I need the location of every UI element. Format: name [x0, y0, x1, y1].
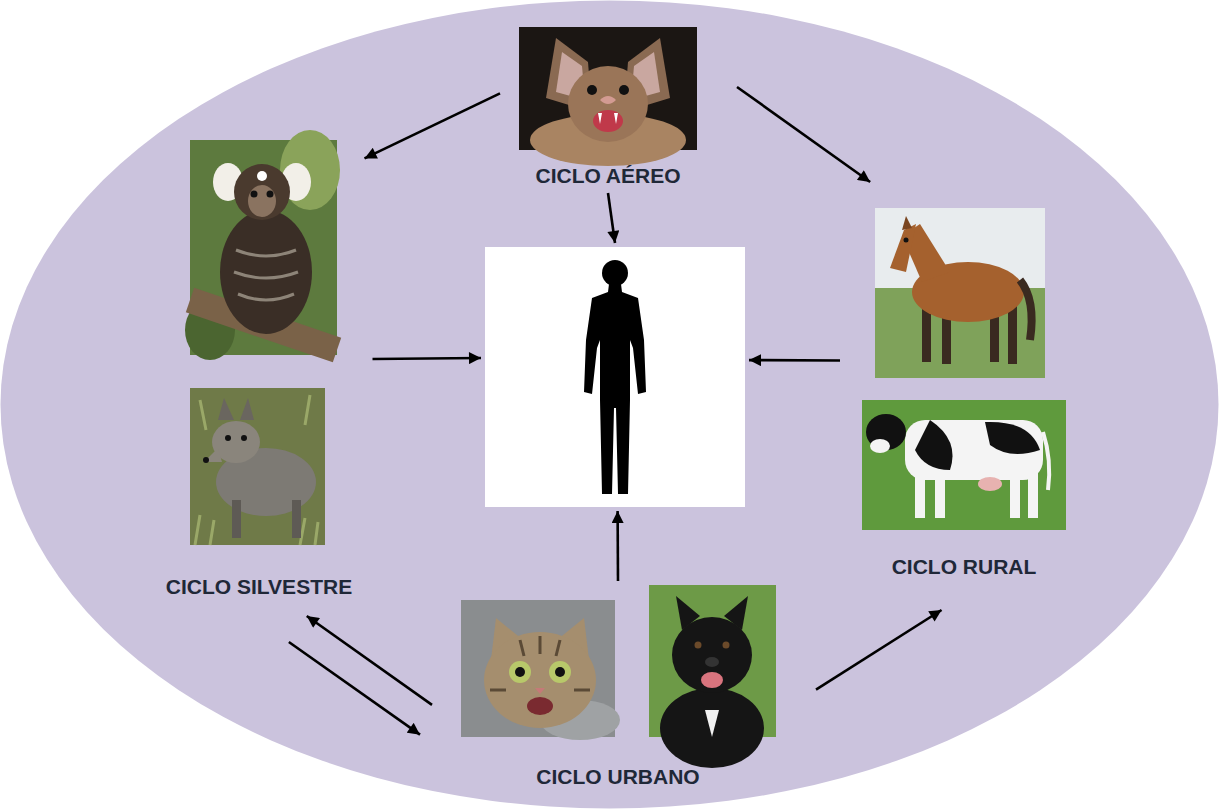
marmoset-photo-part: [267, 191, 274, 198]
cat-photo: [461, 600, 620, 740]
human-silhouette-part: [584, 284, 646, 494]
dog-photo-part: [695, 642, 702, 649]
bat-photo-part: [587, 85, 597, 95]
cat-photo-part: [490, 636, 590, 690]
marmoset-photo-part: [248, 185, 276, 217]
dog-photo-part: [660, 688, 764, 768]
cycle-label: CICLO URBANO: [536, 764, 699, 790]
fox-photo-part: [241, 435, 247, 441]
cat-photo-part: [535, 688, 545, 694]
cycle-group: CICLO RURAL: [862, 208, 1066, 580]
bat-photo-part: [568, 66, 648, 142]
fox-photo-part: [204, 448, 222, 462]
transmission-arrow: [816, 610, 942, 690]
fox-photo-part: [203, 457, 209, 463]
cat-photo-part: [509, 661, 531, 683]
transmission-arrow: [373, 357, 482, 361]
horse-photo-part: [1020, 280, 1032, 340]
fox-photo-part: [190, 388, 325, 545]
transmission-arrow: [307, 616, 432, 705]
cow-photo-part: [915, 420, 953, 470]
bat-photo: [519, 27, 697, 166]
cycle-group: CICLO URBANO: [460, 585, 776, 790]
horse-photo-part: [904, 238, 909, 243]
human-silhouette-part: [485, 247, 745, 507]
cow-photo-part: [862, 400, 1066, 530]
fox-photo-part: [218, 398, 234, 420]
transmission-arrow: [749, 359, 840, 362]
marmoset-photo-part: [220, 210, 312, 334]
marmoset-photo-part: [251, 191, 258, 198]
cow-photo-part: [905, 420, 1043, 480]
cycle-label: CICLO SILVESTRE: [166, 574, 352, 600]
cycle-group: CICLO SILVESTRE: [160, 140, 359, 600]
fox-photo-part: [240, 398, 254, 420]
dog-photo: [649, 585, 776, 768]
fox-photo-part: [232, 500, 241, 538]
transmission-arrow: [737, 87, 870, 182]
cow-photo-part: [870, 439, 890, 453]
cycle-label: CICLO AÉREO: [535, 163, 680, 189]
cat-photo-part: [555, 667, 565, 677]
marmoset-photo-part: [234, 250, 298, 300]
dog-photo-part: [672, 617, 752, 693]
cow-photo: [862, 400, 1066, 530]
bat-photo-part: [614, 113, 618, 124]
cat-photo-part: [484, 632, 596, 728]
bat-photo-part: [619, 85, 629, 95]
human-box: [485, 247, 745, 507]
dog-photo-part: [705, 710, 719, 737]
bat-photo-part: [598, 113, 602, 124]
marmoset-photo-part: [234, 164, 290, 220]
horse-photo: [875, 208, 1045, 378]
dog-photo-part: [701, 672, 723, 688]
cow-photo-part: [978, 477, 1002, 491]
cat-photo-part: [549, 661, 571, 683]
marmoset-photo: [185, 130, 340, 360]
cat-photo-part: [527, 697, 553, 715]
cycle-label: CICLO RURAL: [892, 554, 1037, 580]
transmission-arrow: [365, 93, 501, 158]
cow-photo-part: [985, 422, 1040, 454]
dog-photo-part: [705, 657, 719, 667]
fox-photo-part: [292, 500, 301, 538]
horse-photo-part: [902, 216, 912, 230]
cycle-group: CICLO AÉREO: [519, 27, 697, 189]
dog-photo-part: [723, 642, 730, 649]
transmission-arrow: [616, 511, 619, 581]
fox-photo: [190, 388, 325, 545]
human-silhouette: [485, 247, 745, 507]
transmission-arrow: [289, 642, 420, 735]
fox-photo-part: [195, 395, 318, 545]
bat-photo-part: [593, 110, 623, 132]
cow-photo-part: [1043, 432, 1049, 490]
horse-photo-part: [890, 224, 916, 272]
marmoset-photo-part: [257, 171, 267, 181]
bat-photo-part: [600, 96, 616, 104]
human-silhouette-part: [602, 260, 628, 286]
cat-photo-part: [515, 667, 525, 677]
transmission-arrow: [608, 193, 615, 243]
fox-photo-part: [225, 435, 231, 441]
